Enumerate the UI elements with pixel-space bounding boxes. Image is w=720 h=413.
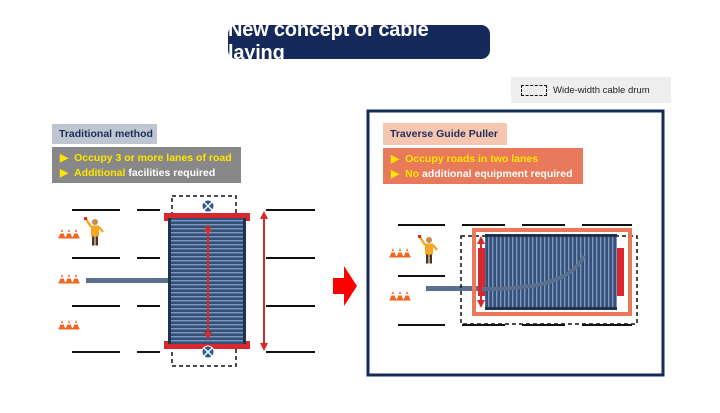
traffic-cone-icon-group-3 (58, 320, 80, 330)
cable-line-right (426, 286, 482, 291)
traverse-guide-frame (472, 228, 632, 316)
drum-wheel-icon-top (201, 199, 215, 213)
traverse-bullets: ▶ Occupy roads in two lanes ▶ No additiona… (383, 148, 583, 184)
traditional-bullet-2-highlight: Additional (74, 167, 126, 179)
traditional-bullet-1-text: Occupy 3 or more lanes of road (74, 152, 232, 164)
traditional-road-markings (72, 209, 315, 353)
arrow-bullet-icon: ▶ (391, 153, 400, 165)
traverse-panel-frame (366, 109, 665, 377)
traditional-bullet-2: ▶ Additional facilities required (60, 166, 233, 181)
traditional-bullet-1: ▶ Occupy 3 or more lanes of road (60, 151, 233, 166)
traditional-bullets: ▶ Occupy 3 or more lanes of road ▶ Additio… (52, 147, 241, 183)
drum-top-frame (164, 213, 250, 221)
cable-curve (481, 255, 586, 291)
traverse-bullet-2-rest: additional equipment required (419, 168, 573, 180)
red-double-arrow-road-width (260, 211, 268, 351)
traffic-cone-icon-group-2 (58, 274, 80, 284)
traverse-bullet-1-text: Occupy roads in two lanes (405, 153, 539, 165)
traverse-road-markings (398, 224, 632, 326)
red-double-arrow-vertical-right (477, 236, 485, 308)
legend: Wide-width cable drum (511, 77, 671, 103)
traditional-method-label: Traditional method (52, 124, 157, 144)
cable-line (86, 278, 172, 283)
traverse-bullet-1: ▶ Occupy roads in two lanes (391, 152, 575, 167)
arrow-bullet-icon: ▶ (391, 168, 400, 180)
legend-label: Wide-width cable drum (553, 84, 650, 96)
traverse-bullet-2-highlight: No (405, 168, 420, 180)
arrow-bullet-icon: ▶ (60, 167, 69, 179)
drum-wheel-icon-bottom (201, 345, 215, 359)
traverse-guide-puller-label: Traverse Guide Puller (383, 123, 507, 145)
red-double-arrow-drum-width (204, 224, 212, 340)
drum-bottom-frame (164, 341, 250, 349)
dashed-box-legend-swatch (521, 84, 547, 96)
flagman-worker-icon-right (416, 233, 439, 265)
arrow-bullet-icon: ▶ (60, 152, 69, 164)
red-arrow-right-icon (333, 266, 357, 306)
traffic-cone-icon-group-4 (389, 248, 411, 258)
traverse-bullet-2: ▶ No additional equipment required (391, 167, 575, 182)
traditional-bullet-2-rest: facilities required (125, 167, 216, 179)
flagman-worker-icon (82, 215, 105, 247)
traffic-cone-icon-group-5 (389, 291, 411, 301)
page-title: New concept of cable laying (228, 19, 490, 64)
traffic-cone-icon-group-1 (58, 229, 80, 239)
wide-width-cable-drum-right (485, 236, 617, 308)
drum-side-frame-right (617, 248, 624, 296)
